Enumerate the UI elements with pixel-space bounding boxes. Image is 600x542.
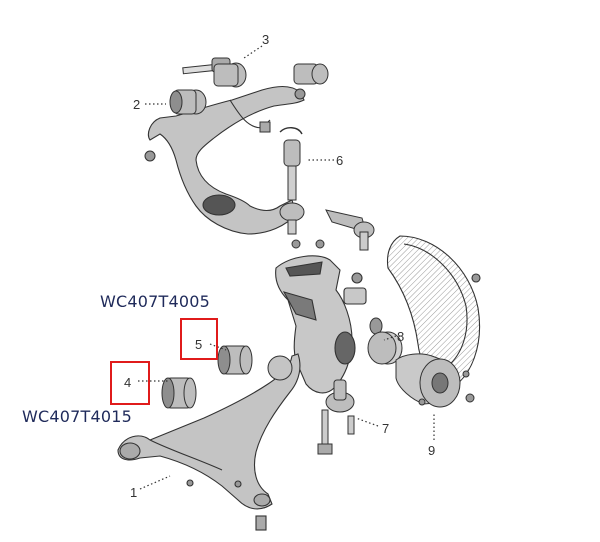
upper-arm-bushings [144,57,329,162]
steering-knuckle [275,255,367,394]
callout-6: 6 [336,153,344,168]
lower-control-arm [117,353,301,531]
wheel-hub [367,317,475,408]
lower-ball-joint [317,379,355,455]
callout-2: 2 [133,97,141,112]
bushing-4-part [161,377,197,409]
leader-lines [138,45,435,490]
callout-4: 4 [124,375,132,390]
part-code-4: WC407T4015 [22,407,133,426]
callout-8: 8 [397,329,405,344]
part-code-5: WC407T4005 [100,292,211,311]
tie-rod-end [315,209,375,251]
highlight-box-5 [180,318,218,360]
callout-9: 9 [428,443,436,458]
callout-1: 1 [130,485,138,500]
upper-ball-joint [279,127,305,249]
highlight-box-4 [110,361,150,405]
callout-3: 3 [262,32,270,47]
callout-5: 5 [195,337,203,352]
bushing-5-part [217,345,293,381]
callout-7: 7 [382,421,390,436]
